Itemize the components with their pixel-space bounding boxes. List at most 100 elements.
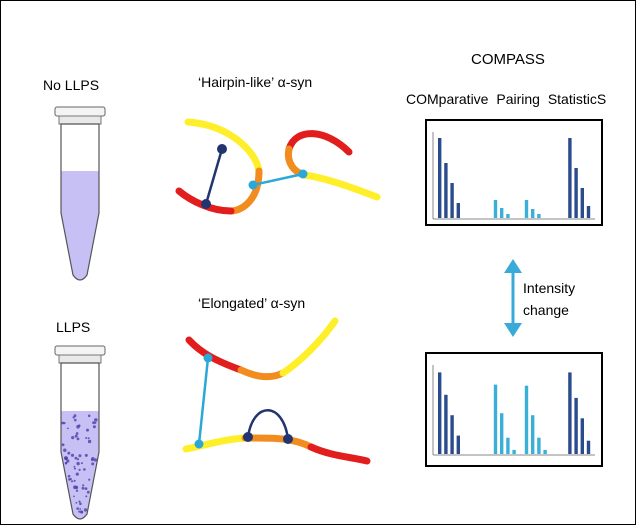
droplet-dot bbox=[76, 507, 79, 510]
droplet-dot bbox=[78, 454, 82, 458]
droplet-dot bbox=[86, 490, 90, 494]
chart-top-frame bbox=[425, 119, 603, 226]
label-hairpin-like: ‘Hairpin-like’ α-syn bbox=[198, 74, 313, 90]
droplet-dot bbox=[69, 477, 72, 481]
droplet-dot bbox=[87, 437, 90, 440]
droplet-dot bbox=[93, 458, 98, 462]
droplet-dot bbox=[79, 502, 82, 506]
droplet-dot bbox=[74, 485, 79, 490]
droplet-dot bbox=[75, 472, 79, 476]
label-compass-title: COMPASS bbox=[471, 51, 545, 68]
droplet-dot bbox=[77, 424, 81, 428]
droplet-dot bbox=[63, 448, 67, 452]
bar-mark bbox=[524, 385, 529, 454]
bar-mark bbox=[444, 163, 448, 218]
droplet-dot bbox=[78, 500, 81, 503]
label-compass-subtitle: COMparative Pairing StatisticS bbox=[406, 91, 607, 107]
bar-mark bbox=[450, 183, 454, 218]
bar-mark bbox=[506, 437, 510, 454]
tube-top-icon bbox=[54, 106, 106, 281]
droplet-dot bbox=[74, 434, 78, 438]
hairpin-molecule-diagram bbox=[175, 118, 381, 215]
chart-bottom-frame bbox=[425, 352, 603, 467]
droplet-dot bbox=[85, 495, 88, 498]
bar-mark bbox=[574, 168, 578, 218]
bar-mark bbox=[580, 418, 584, 454]
droplet-dot bbox=[92, 421, 95, 425]
bar-mark bbox=[506, 214, 510, 218]
bar-mark bbox=[568, 138, 572, 218]
droplet-dot bbox=[80, 511, 83, 514]
droplet-dot bbox=[63, 422, 66, 425]
bar-mark bbox=[500, 413, 504, 454]
label-no-llps: No LLPS bbox=[43, 77, 100, 93]
bar-mark bbox=[438, 138, 442, 218]
label-intensity-line1: Intensity bbox=[523, 280, 576, 296]
label-llps: LLPS bbox=[56, 319, 91, 335]
droplet-dot bbox=[75, 489, 79, 492]
double-arrow-icon bbox=[504, 259, 522, 337]
droplet-dot bbox=[75, 432, 79, 435]
droplet-dot bbox=[78, 468, 81, 471]
droplet-dot bbox=[71, 436, 75, 440]
bar-mark bbox=[568, 372, 572, 454]
droplet-dot bbox=[83, 508, 88, 512]
bar-mark bbox=[586, 206, 591, 218]
bar-mark bbox=[586, 440, 591, 454]
droplet-dot bbox=[64, 456, 68, 460]
droplet-dot bbox=[67, 451, 71, 455]
droplet-dot bbox=[87, 414, 91, 418]
droplet-dot bbox=[65, 461, 68, 465]
bar-mark bbox=[456, 435, 460, 454]
chart-bottom-bars bbox=[438, 372, 591, 454]
droplet-dot bbox=[70, 480, 74, 483]
bar-mark bbox=[537, 214, 541, 218]
droplet-dot bbox=[79, 508, 82, 510]
droplet-dot bbox=[73, 465, 76, 468]
bar-mark bbox=[574, 397, 578, 454]
droplet-dot bbox=[66, 459, 70, 463]
bar-mark bbox=[512, 449, 516, 454]
bar-mark bbox=[450, 415, 454, 454]
droplet-dot bbox=[61, 443, 65, 447]
bar-mark bbox=[537, 437, 541, 454]
droplet-dot bbox=[94, 421, 97, 424]
label-intensity-line2: change bbox=[523, 302, 569, 318]
bar-mark bbox=[524, 200, 529, 218]
droplet-dot bbox=[88, 478, 91, 481]
droplet-dot bbox=[74, 456, 78, 460]
droplet-dot bbox=[73, 495, 75, 498]
bar-mark bbox=[456, 203, 460, 218]
bar-mark bbox=[493, 200, 498, 218]
droplet-dot bbox=[86, 428, 89, 432]
bar-mark bbox=[531, 209, 535, 218]
droplet-dot bbox=[81, 486, 85, 490]
label-intensity-change: Intensity change bbox=[523, 277, 575, 321]
droplet-dot bbox=[82, 484, 85, 487]
chart-top-bars bbox=[438, 138, 591, 218]
droplet-dot bbox=[61, 421, 65, 425]
droplet-dot bbox=[85, 437, 88, 439]
bar-mark bbox=[493, 384, 498, 454]
bar-mark bbox=[438, 372, 442, 454]
droplet-dot bbox=[70, 453, 75, 457]
droplet-dot bbox=[76, 461, 80, 466]
droplet-dot bbox=[84, 487, 88, 490]
droplet-dot bbox=[74, 467, 76, 470]
bar-mark bbox=[543, 449, 547, 454]
elongated-molecule-diagram bbox=[182, 317, 371, 465]
bar-mark bbox=[580, 188, 584, 218]
droplet-dot bbox=[94, 418, 98, 422]
droplet-dot bbox=[78, 510, 81, 513]
droplet-dot bbox=[67, 427, 69, 430]
droplet-dot bbox=[91, 462, 95, 466]
droplet-dot bbox=[74, 418, 77, 422]
droplet-dot bbox=[80, 462, 83, 465]
label-elongated: ‘Elongated’ α-syn bbox=[198, 295, 306, 311]
droplet-dot bbox=[91, 457, 95, 460]
droplet-dot bbox=[73, 479, 76, 482]
bar-mark bbox=[500, 208, 504, 218]
droplet-dot bbox=[76, 458, 80, 461]
tube-bottom-icon bbox=[54, 345, 106, 520]
